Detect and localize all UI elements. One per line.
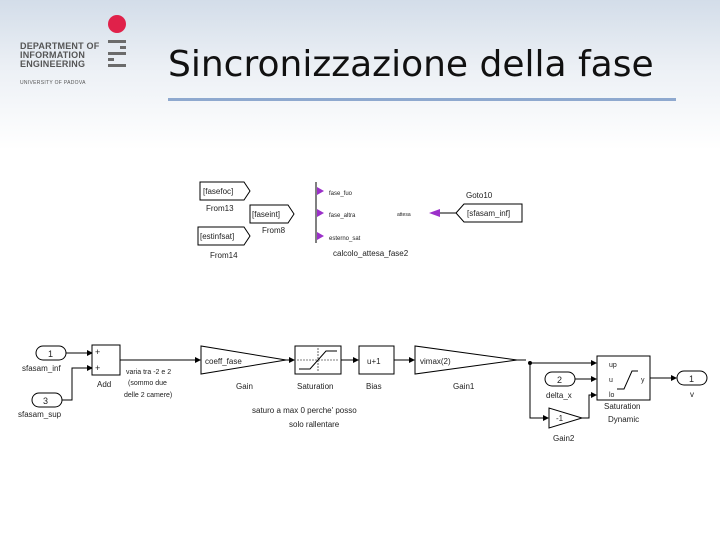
gain-label: Gain (236, 382, 253, 391)
inport-2[interactable]: 2 delta_x (544, 371, 576, 400)
inport-3-number: 3 (43, 396, 48, 406)
inport-3-label: sfasam_sup (18, 410, 62, 419)
bias-label: Bias (366, 382, 382, 391)
port-arrow-icon (317, 209, 324, 217)
logo-university: UNIVERSITY OF PADOVA (20, 80, 86, 86)
gain2-block[interactable]: -1 Gain2 (548, 407, 584, 443)
inport-2-number: 2 (557, 375, 562, 385)
sat-dyn-port: u (609, 377, 613, 384)
add-sign: + (95, 363, 100, 373)
add-label: Add (97, 380, 111, 389)
goto10-tag: [sfasam_inf] (467, 209, 510, 218)
inport-1-label: sfasam_inf (22, 364, 61, 373)
subsystem-port-label: fase_altra (329, 213, 356, 219)
from13-block[interactable]: [fasefoc] From13 (199, 181, 251, 213)
add-note-line: varia tra -2 e 2 (126, 369, 171, 376)
logo-line: ENGINEERING (20, 59, 86, 69)
gain2-label: Gain2 (553, 434, 575, 443)
gain2-value: -1 (556, 414, 564, 423)
logo-dot-icon (108, 15, 126, 33)
from14-block[interactable]: [estinfsat] From14 (197, 226, 251, 260)
logo-bars-icon (108, 40, 126, 70)
subsystem-out-port-label: attesa (397, 212, 411, 218)
add-sign: + (95, 347, 100, 357)
saturation-label: Saturation (297, 382, 333, 391)
from8-tag: [faseint] (252, 210, 280, 219)
bias-value: u+1 (367, 357, 381, 366)
add-block[interactable]: + + Add (91, 344, 121, 389)
subsystem-label: calcolo_attesa_fase2 (333, 249, 409, 258)
subsystem-port-label: esterno_sat (329, 236, 361, 242)
port-arrow-icon (317, 232, 324, 240)
add-note-line: delle 2 camere) (124, 392, 172, 399)
sat-dyn-out: y (641, 377, 645, 384)
from13-label: From13 (206, 204, 234, 213)
sat-dyn-port: lo (609, 392, 615, 399)
gain1-label: Gain1 (453, 382, 475, 391)
inport-1-number: 1 (48, 349, 53, 359)
from8-label: From8 (262, 226, 286, 235)
outport-1[interactable]: 1 v (676, 370, 708, 399)
dei-logo: DEPARTMENT OF INFORMATION ENGINEERING UN… (18, 14, 138, 94)
gain-block[interactable]: coeff_fase Gain (200, 345, 287, 391)
inport-3[interactable]: 3 sfasam_sup (18, 392, 63, 419)
slide-title: Sincronizzazione della fase (168, 44, 654, 85)
saturation-dynamic-block[interactable]: up u lo y Saturation Dynamic (596, 355, 651, 424)
logo-line: DEPARTMENT OF (20, 41, 100, 51)
outport-1-label: v (690, 390, 694, 399)
gain1-block[interactable]: vimax(2) Gain1 (414, 345, 518, 391)
logo-text: DEPARTMENT OF INFORMATION ENGINEERING (20, 42, 99, 69)
logo-line: INFORMATION (20, 50, 86, 60)
subsystem-port-label: fase_fuo (329, 191, 353, 197)
add-note-line: (sommo due (128, 380, 167, 387)
sat-dyn-port: up (609, 362, 617, 369)
from13-tag: [fasefoc] (203, 187, 233, 196)
from14-tag: [estinfsat] (200, 232, 234, 241)
port-arrow-icon (317, 187, 324, 195)
inport-2-label: delta_x (546, 391, 572, 400)
sat-dyn-label: Dynamic (608, 415, 639, 424)
saturation-note-line: solo rallentare (289, 420, 340, 429)
goto10-block[interactable]: [sfasam_inf] Goto10 (455, 191, 523, 223)
gain-value: coeff_fase (205, 357, 242, 366)
title-underline (168, 98, 676, 101)
calcolo-attesa-subsystem[interactable]: fase_fuo fase_altra esterno_sat attesa c… (315, 182, 411, 258)
inport-1[interactable]: 1 sfasam_inf (22, 345, 67, 373)
gain1-value: vimax(2) (420, 357, 451, 366)
goto10-label: Goto10 (466, 191, 493, 200)
from14-label: From14 (210, 251, 238, 260)
outport-1-number: 1 (689, 374, 694, 384)
sat-dyn-label: Saturation (604, 402, 640, 411)
saturation-block[interactable]: Saturation (294, 345, 342, 391)
from8-block[interactable]: [faseint] From8 (249, 204, 295, 235)
bias-block[interactable]: u+1 Bias (358, 345, 395, 391)
saturation-note-line: saturo a max 0 perche' posso (252, 406, 357, 415)
output-arrow-icon (429, 209, 440, 217)
